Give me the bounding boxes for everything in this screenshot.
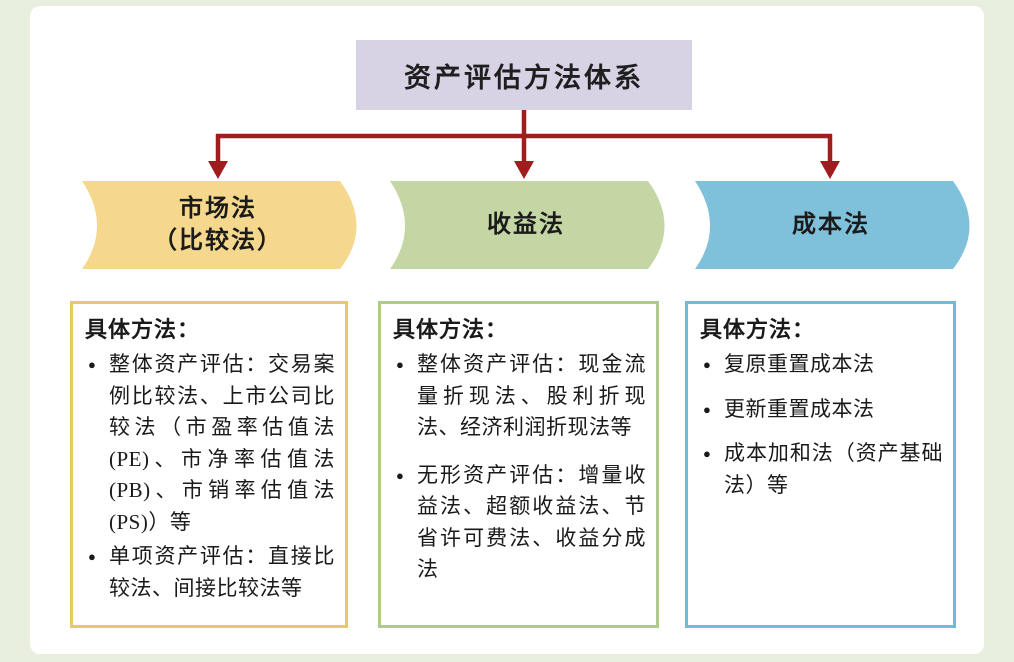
branch-label-line1: 市场法 <box>179 195 257 222</box>
detail-heading: 具体方法： <box>700 317 816 342</box>
list-item: ● 整体资产评估：现金流量折现法、股利折现法、经济利润折现法等 <box>391 349 646 444</box>
ribbon-shape-blue-icon <box>695 181 970 269</box>
list-item-text: 整体资产评估：交易案例比较法、上市公司比较法（市盈率估值法(PE)、市净率估值法… <box>109 352 335 534</box>
branch-banner-income: 收益法 <box>376 178 676 272</box>
root-node: 资产评估方法体系 <box>356 40 692 110</box>
list-item-text: 复原重置成本法 <box>724 352 875 376</box>
ribbon-shape-green-icon <box>390 181 665 269</box>
list-item-text: 更新重置成本法 <box>724 396 875 421</box>
list-item-text: 无形资产评估：增量收益法、超额收益法、节省许可费法、收益分成法 <box>417 462 646 582</box>
list-item: ● 复原重置成本法 <box>698 349 943 381</box>
bullet-icon: ● <box>88 549 96 564</box>
list-item-text: 整体资产评估：现金流量折现法、股利折现法、经济利润折现法等 <box>417 352 646 439</box>
bullet-icon: ● <box>88 357 96 372</box>
detail-heading: 具体方法： <box>85 317 201 342</box>
detail-box-income: 具体方法： ● 整体资产评估：现金流量折现法、股利折现法、经济利润折现法等 ● … <box>378 301 659 628</box>
list-item: ● 单项资产评估：直接比较法、间接比较法等 <box>83 541 335 604</box>
branch-label-line1: 收益法 <box>487 211 565 238</box>
bullet-icon: ● <box>703 357 711 372</box>
list-item-text: 成本加和法（资产基础法）等 <box>724 441 943 497</box>
root-node-label: 资产评估方法体系 <box>404 62 644 93</box>
branch-label-line2: （比较法） <box>153 228 283 254</box>
branch-label-market: 市场法 （比较法） <box>68 178 368 272</box>
bullet-icon: ● <box>703 446 711 461</box>
ribbon-shape-yellow-icon <box>82 181 357 269</box>
list-item: ● 成本加和法（资产基础法）等 <box>698 438 943 501</box>
list-item: ● 整体资产评估：交易案例比较法、上市公司比较法（市盈率估值法(PE)、市净率估… <box>83 349 335 538</box>
detail-box-cost: 具体方法： ● 复原重置成本法 ● 更新重置成本法 ● 成本加和法（资产基础法）… <box>685 301 956 628</box>
branch-label-line1: 成本法 <box>792 211 870 238</box>
list-item: ● 无形资产评估：增量收益法、超额收益法、节省许可费法、收益分成法 <box>391 460 646 586</box>
bullet-icon: ● <box>396 357 404 372</box>
branch-label-income: 收益法 <box>376 178 676 272</box>
bullet-icon: ● <box>703 401 711 417</box>
branch-banner-market: 市场法 （比较法） <box>68 178 368 272</box>
detail-heading: 具体方法： <box>393 317 509 342</box>
list-item-text: 单项资产评估：直接比较法、间接比较法等 <box>109 544 335 600</box>
bullet-icon: ● <box>396 467 404 483</box>
branch-label-cost: 成本法 <box>681 178 981 272</box>
list-item: ● 更新重置成本法 <box>698 394 943 426</box>
branch-banner-cost: 成本法 <box>681 178 981 272</box>
detail-box-market: 具体方法： ● 整体资产评估：交易案例比较法、上市公司比较法（市盈率估值法(PE… <box>70 301 348 628</box>
